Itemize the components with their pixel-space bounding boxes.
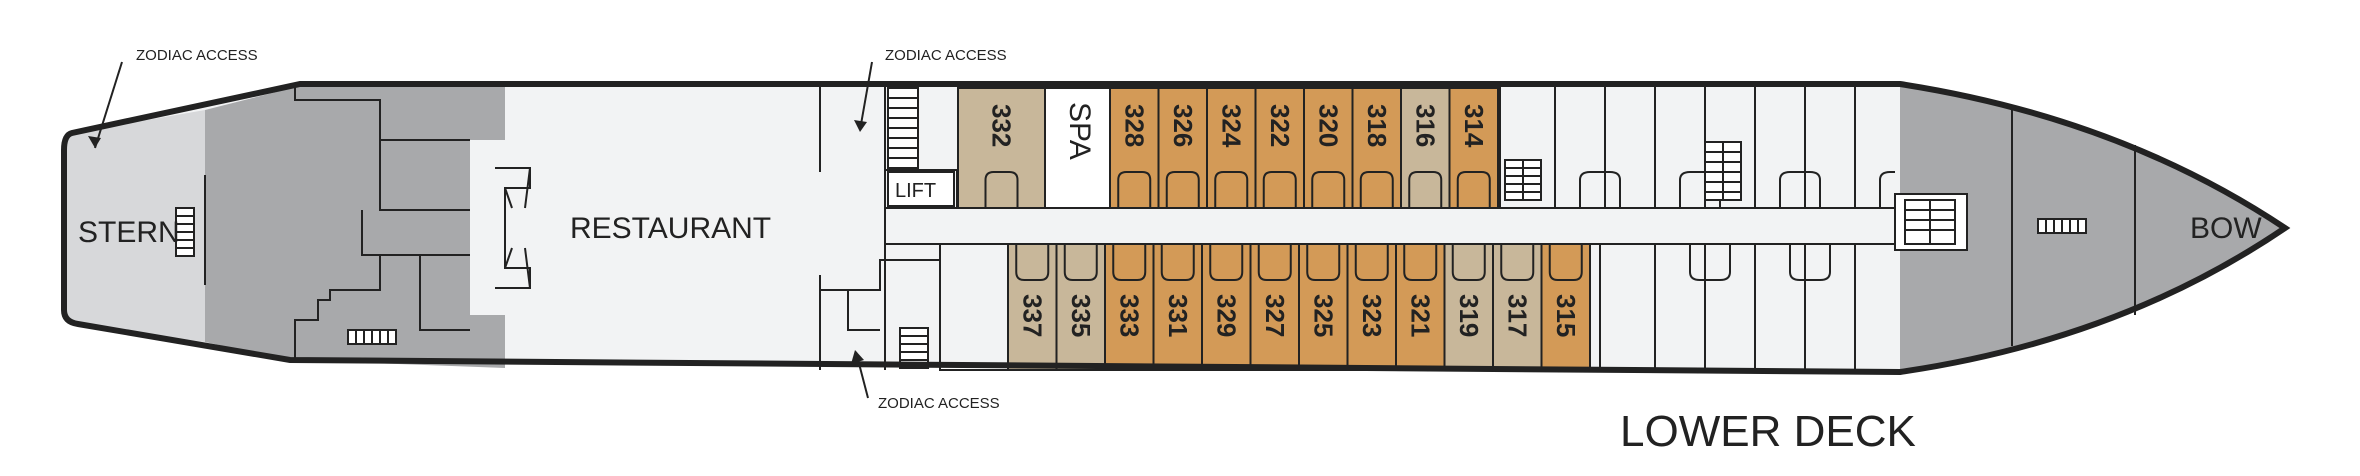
zodiac-label-top-mid: ZODIAC ACCESS (885, 47, 1007, 64)
cabin-number-319: 319 (1454, 294, 1484, 337)
hull-outline (61, 81, 2291, 376)
cabin-number-325: 325 (1308, 294, 1338, 337)
stern-label: STERN (78, 216, 180, 249)
zodiac-label-bottom: ZODIAC ACCESS (878, 395, 1000, 412)
cabin-door-319 (1451, 244, 1486, 281)
cabin-door-335 (1063, 244, 1098, 281)
cabin-number-335: 335 (1066, 294, 1096, 337)
cabin-number-320: 320 (1313, 104, 1343, 147)
cabin-door-317 (1500, 244, 1535, 281)
zodiac-arrow-top-left (94, 61, 123, 149)
cabins-bottom-row: 337 335 333 331 329 327 325 323 321 319 317 315 (1007, 243, 1591, 371)
cabin-door-314 (1456, 171, 1491, 208)
cabin-door-325 (1306, 244, 1341, 281)
stairs-forward-2 (1704, 141, 1742, 201)
cabin-door-333 (1112, 244, 1147, 281)
cabin-door-324 (1214, 171, 1249, 208)
stairs-restaurant-bottom (899, 327, 929, 369)
zodiac-arrow-top-mid (859, 61, 873, 131)
restaurant-partitions (819, 86, 1008, 371)
service-partitions (204, 86, 470, 362)
cabin-door-332 (984, 171, 1019, 208)
stairs-bow (2037, 218, 2087, 234)
cabin-number-321: 321 (1405, 294, 1435, 337)
restaurant-entrance (495, 167, 531, 289)
cabin-number-333: 333 (1114, 294, 1144, 337)
zodiac-arrow-bottom-head (851, 350, 864, 364)
spa-label: SPA (1063, 102, 1096, 160)
cabin-number-317: 317 (1502, 294, 1532, 337)
forward-cabin-doors (1579, 171, 1895, 281)
cabin-number-318: 318 (1362, 104, 1392, 147)
cabin-number-323: 323 (1357, 294, 1387, 337)
cabin-number-322: 322 (1265, 104, 1295, 147)
cabin-door-322 (1262, 171, 1297, 208)
cabin-number-328: 328 (1119, 104, 1149, 147)
cabin-number-327: 327 (1260, 294, 1290, 337)
cabin-door-316 (1408, 171, 1443, 208)
deck-title: LOWER DECK (1620, 407, 1916, 456)
lift-box (887, 171, 955, 207)
cabin-door-318 (1359, 171, 1394, 208)
zodiac-arrow-top-left-head (88, 136, 101, 148)
zodiac-label-top-left: ZODIAC ACCESS (136, 47, 258, 64)
bow-label: BOW (2190, 212, 2262, 245)
cabin-number-337: 337 (1017, 294, 1047, 337)
cabin-number-332: 332 (987, 104, 1017, 147)
bow-area (1900, 84, 2285, 372)
stairs-service-bottom (347, 329, 397, 345)
cabin-332 (957, 87, 1046, 209)
cabin-door-327 (1257, 244, 1292, 281)
stern-room (64, 110, 205, 342)
cabin-number-315: 315 (1551, 294, 1581, 337)
lift-label: LIFT (895, 180, 936, 202)
zodiac-arrow-top-mid-head (854, 120, 867, 132)
cabin-door-326 (1165, 171, 1200, 208)
stern-service-area (205, 86, 505, 368)
cabin-door-320 (1311, 171, 1346, 208)
cabin-door-323 (1354, 244, 1389, 281)
spa-room (1044, 87, 1111, 209)
corridor (884, 207, 1896, 245)
stairs-restaurant-top (887, 87, 919, 169)
cabin-number-329: 329 (1211, 294, 1241, 337)
stairs-stern (175, 207, 195, 257)
bow-partitions (2011, 108, 2136, 346)
stairs-forward-1 (1504, 159, 1542, 201)
stairs-bow-corridor (1894, 193, 1968, 251)
cabin-number-331: 331 (1163, 294, 1193, 337)
cabin-door-321 (1403, 244, 1438, 281)
cabin-number-314: 314 (1459, 104, 1489, 148)
restaurant-label: RESTAURANT (570, 212, 771, 245)
cabin-number-324: 324 (1216, 104, 1246, 148)
cabin-door-315 (1548, 244, 1583, 281)
cabin-number-316: 316 (1410, 104, 1440, 147)
cabin-door-328 (1117, 171, 1152, 208)
cabin-number-326: 326 (1168, 104, 1198, 147)
cabin-door-331 (1160, 244, 1195, 281)
cabin-door-337 (1015, 244, 1050, 281)
cabin-door-329 (1209, 244, 1244, 281)
cabins-top-row: 332 328 326 324 322 320 318 316 314 (957, 87, 1499, 209)
